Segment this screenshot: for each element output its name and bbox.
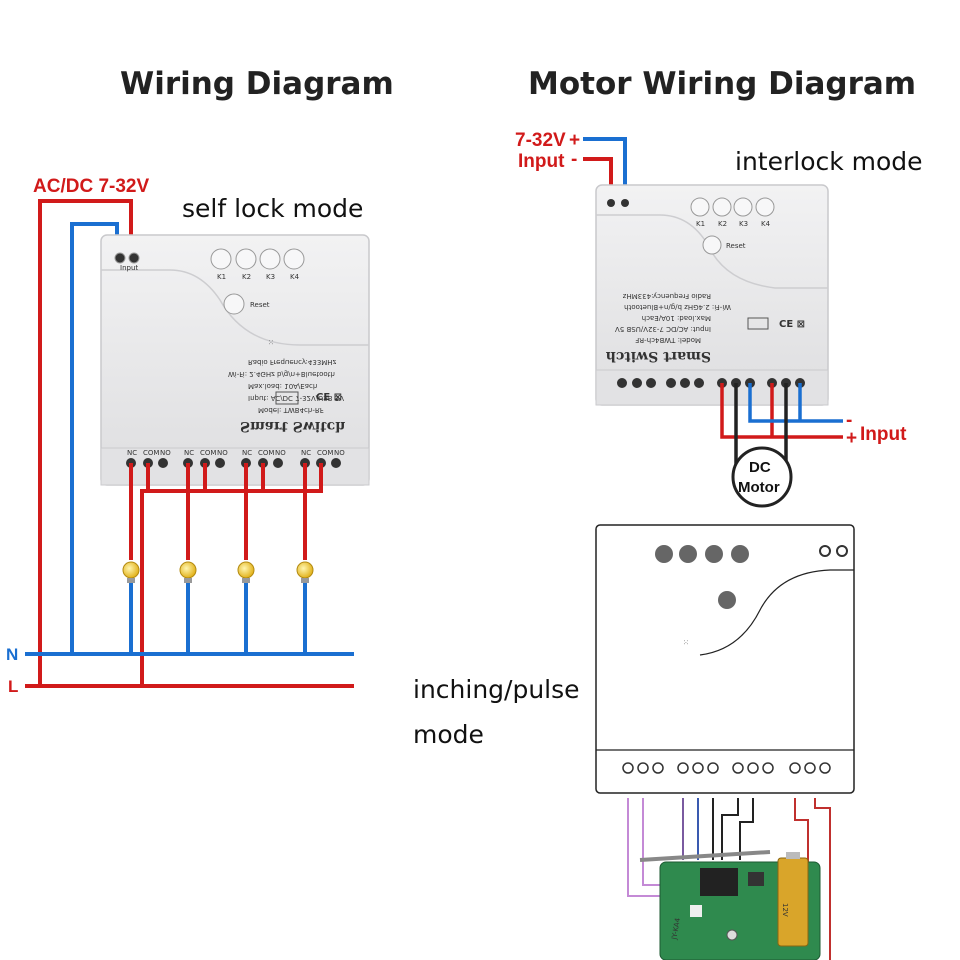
motor-k-buttons: K1 K2 K3 K4	[690, 197, 775, 228]
lamp-1-icon	[122, 561, 140, 583]
inching-mode-label-line2: mode	[413, 720, 484, 749]
motor-device-printing: Radio Frequency:433MHz Wi-Fi: 2.4GHz b/g…	[606, 292, 731, 364]
live-label: L	[8, 677, 18, 696]
left-terminal-label: COM	[200, 449, 216, 457]
left-k4-button	[283, 248, 305, 270]
right-supply-plus: +	[569, 130, 580, 151]
svg-text:K3: K3	[266, 273, 275, 281]
left-k-buttons: K1 K2 K3 K4	[210, 248, 305, 281]
svg-text:Wi-Fi: 2.4GHz b/g/n+Bluetooth: Wi-Fi: 2.4GHz b/g/n+Bluetooth	[624, 303, 731, 311]
neutral-label: N	[6, 645, 18, 664]
motor-label-dc: DC	[749, 459, 771, 476]
motor-red-input-wire	[720, 383, 843, 439]
motor-k2-button	[712, 197, 732, 217]
lamp-2-icon	[179, 561, 197, 583]
svg-text:Wi-Fi: 2.4GHz b/g/n+Bluetooth: Wi-Fi: 2.4GHz b/g/n+Bluetooth	[228, 370, 335, 378]
left-terminal-label: NO	[217, 449, 228, 457]
svg-text:Model: TWB4ch-RF: Model: TWB4ch-RF	[635, 336, 701, 344]
motor-k1-button	[690, 197, 710, 217]
receiver-board-label: JY-KA4	[670, 917, 682, 941]
motor-supply-blue-wire	[583, 137, 627, 192]
inching-mode-label-line1: inching/pulse	[413, 675, 580, 704]
left-k3-button	[259, 248, 281, 270]
left-terminal-label: NC	[301, 449, 311, 457]
svg-text:CE ⊠: CE ⊠	[779, 319, 805, 330]
left-supply-label: AC/DC 7-32V	[33, 176, 149, 197]
svg-text:Radio Frequency:433MHz: Radio Frequency:433MHz	[622, 292, 711, 300]
inching-reset-button	[718, 591, 736, 609]
left-wiring-diagram: self lock mode AC/DC 7-32V Input K1 K2 K…	[6, 176, 370, 696]
svg-text:K3: K3	[739, 220, 748, 228]
left-k1-button	[210, 248, 232, 270]
left-terminal-label: NC	[127, 449, 137, 457]
left-terminal-label: NC	[242, 449, 252, 457]
lamp-3-icon	[237, 561, 255, 583]
svg-text:⁙: ⁙	[268, 339, 274, 347]
motor-k3-button	[733, 197, 753, 217]
left-lamps	[122, 561, 314, 583]
left-reset-button	[223, 293, 245, 315]
inching-terminal-block	[622, 762, 831, 774]
inching-relay-device	[595, 524, 855, 794]
right-diagram-title: Motor Wiring Diagram	[528, 66, 916, 102]
motor-output-input-label: Input	[860, 424, 907, 445]
motor-label-motor: Motor	[738, 479, 780, 496]
svg-text:K4: K4	[761, 220, 771, 228]
left-terminal-label: COM	[258, 449, 274, 457]
left-terminal-label: NO	[275, 449, 286, 457]
right-supply-input-label: Input	[518, 151, 565, 172]
left-diagram-title: Wiring Diagram	[120, 66, 394, 102]
svg-text:Model: TWB4ch-RF: Model: TWB4ch-RF	[258, 406, 324, 414]
svg-text:-: -	[846, 410, 852, 431]
svg-text:K1: K1	[696, 220, 705, 228]
svg-text:K1: K1	[217, 273, 226, 281]
left-input-label: Input	[120, 264, 138, 272]
left-terminal-label: COM	[143, 449, 159, 457]
lamp-4-icon	[296, 561, 314, 583]
right-supply-label: 7-32V	[515, 130, 566, 151]
dc-motor-icon	[731, 446, 793, 508]
svg-text:K2: K2	[718, 220, 727, 228]
right-supply-minus: -	[571, 149, 577, 170]
svg-text:K4: K4	[290, 273, 300, 281]
left-mode-label: self lock mode	[182, 194, 363, 223]
svg-text:Input: AC/DC 7-32V/USB 5V: Input: AC/DC 7-32V/USB 5V	[248, 394, 344, 402]
svg-text:Max.load: 10A/Each: Max.load: 10A/Each	[248, 382, 317, 390]
left-supply-red-wire	[38, 199, 133, 686]
right-mode-label: interlock mode	[735, 147, 923, 176]
left-terminal-label: NO	[334, 449, 345, 457]
battery-icon: 12V	[777, 852, 809, 947]
left-terminal-block	[126, 458, 341, 468]
svg-text:K2: K2	[242, 273, 251, 281]
svg-text:Input: AC/DC 7-32V/USB 5V: Input: AC/DC 7-32V/USB 5V	[615, 325, 711, 333]
motor-terminal-block	[617, 378, 805, 388]
battery-label: 12V	[781, 903, 789, 917]
svg-text:CE ⊠: CE ⊠	[316, 392, 342, 403]
motor-blue-input-wire	[748, 383, 843, 423]
motor-reset-button	[702, 235, 722, 255]
left-device-printing: Radio Frequency:433MHz Wi-Fi: 2.4GHz b/g…	[228, 358, 345, 434]
left-terminal-label: COM	[317, 449, 333, 457]
svg-text:Max.load: 10A/Each: Max.load: 10A/Each	[642, 314, 711, 322]
svg-text:Smart Switch: Smart Switch	[606, 348, 711, 364]
svg-text:Smart Switch: Smart Switch	[240, 418, 345, 434]
motor-reset-label: Reset	[726, 242, 746, 250]
inching-pulse-diagram: inching/pulse mode ⁙	[413, 524, 855, 960]
left-reset-label: Reset	[250, 301, 270, 309]
left-k2-button	[235, 248, 257, 270]
left-terminal-label: NO	[160, 449, 171, 457]
receiver-board: JY-KA4 12V	[639, 850, 821, 960]
motor-output-plus: +	[846, 428, 857, 449]
left-terminal-label: NC	[184, 449, 194, 457]
inching-buttons	[655, 545, 749, 563]
motor-k4-button	[755, 197, 775, 217]
motor-wiring-diagram: interlock mode 7-32V + Input - K1 K2 K3 …	[515, 130, 923, 508]
svg-text:Radio Frequency:433MHz: Radio Frequency:433MHz	[248, 358, 337, 366]
svg-text:⁙: ⁙	[683, 639, 689, 647]
left-com-bus-wire	[140, 463, 323, 686]
motor-supply-red-wire	[583, 157, 613, 192]
